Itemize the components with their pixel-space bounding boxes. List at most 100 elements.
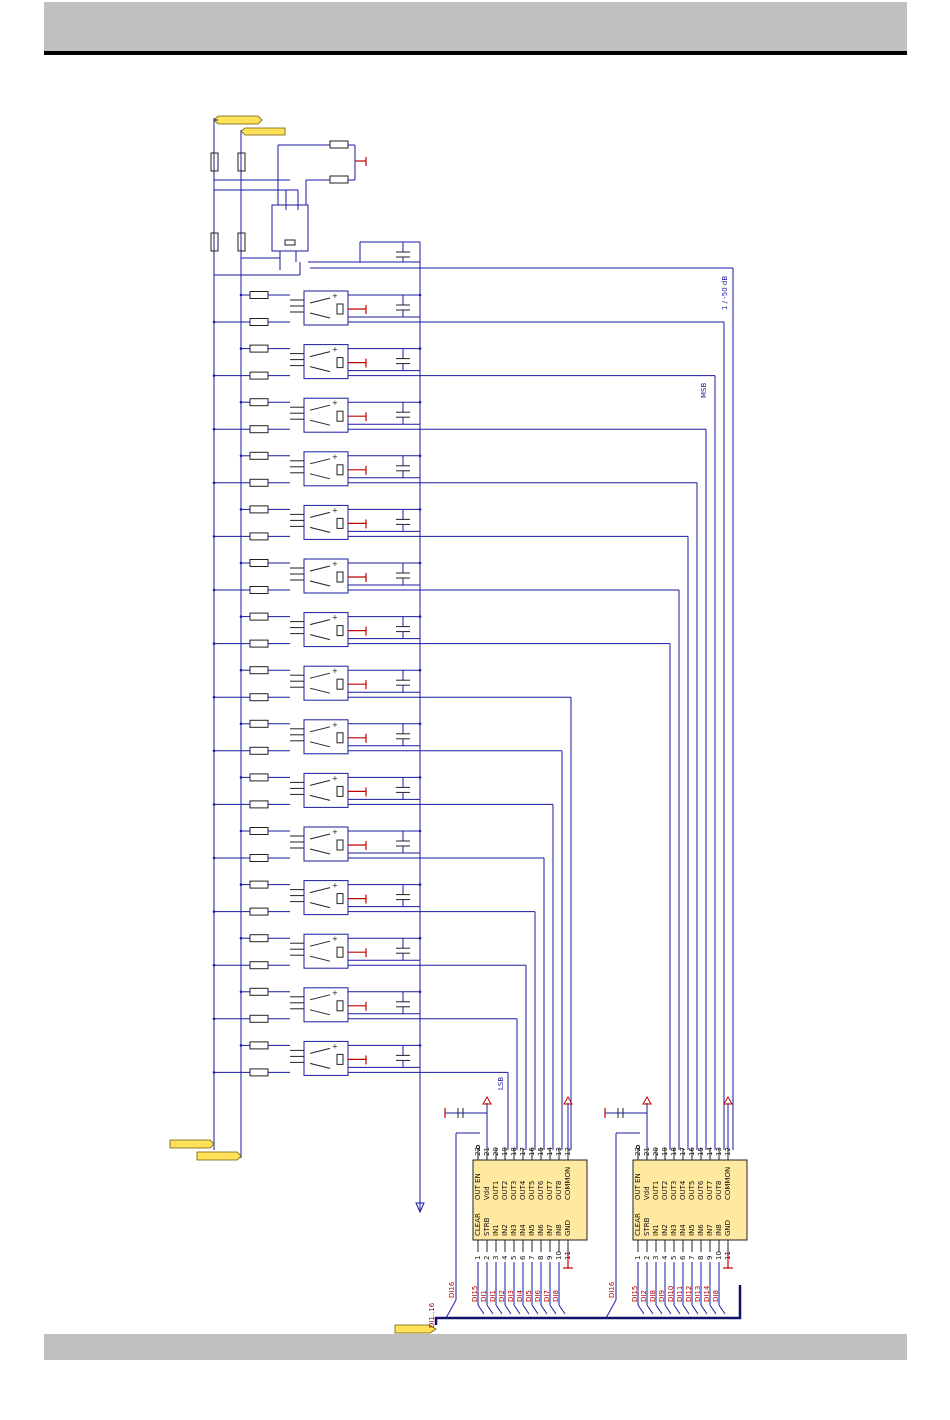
ic-left-pin-num: 8 bbox=[537, 1256, 545, 1260]
ic-right-pin-name: OUT6 bbox=[537, 1180, 545, 1200]
ic-right-pin-name: OUT EN bbox=[634, 1173, 642, 1200]
ic-left-pin-name: IN7 bbox=[546, 1224, 554, 1236]
relay-stage-9: + bbox=[212, 719, 422, 755]
ic-right-pin-name: OUT5 bbox=[688, 1181, 696, 1200]
ic-right-pin-name: OUT4 bbox=[519, 1180, 527, 1200]
svg-text:+: + bbox=[332, 292, 338, 300]
ic-right-pin-name: OUT1 bbox=[492, 1181, 500, 1200]
ic-left-pin-name: IN2 bbox=[501, 1224, 509, 1236]
ic-bus-label: DI2 bbox=[498, 1290, 506, 1302]
ic-right-pin-name: OUT5 bbox=[528, 1181, 536, 1200]
ic-left-pin-name: IN3 bbox=[510, 1224, 518, 1236]
di16-left-label: DI16 bbox=[448, 1281, 456, 1298]
svg-text:+: + bbox=[332, 560, 338, 568]
ic-right-pin-num: 21 bbox=[643, 1147, 651, 1156]
ic-bus-label: DI8 bbox=[712, 1290, 720, 1302]
ic-left-pin-num: 1 bbox=[474, 1256, 482, 1260]
ic-right-pin-num: 19 bbox=[661, 1147, 669, 1156]
ic-bus-label: DI3 bbox=[507, 1290, 515, 1302]
ic-left-pin-name: IN4 bbox=[679, 1224, 687, 1236]
ic-right-pin-name: OUT EN bbox=[474, 1173, 482, 1200]
ic-left-pin-name: IN6 bbox=[697, 1224, 705, 1236]
ic-bus-label: DI15 bbox=[631, 1286, 639, 1302]
ic-right-pin-num: 22 bbox=[474, 1147, 482, 1156]
ic-left-pin-num: 9 bbox=[706, 1256, 714, 1260]
ic-right-pin-num: 12 bbox=[564, 1147, 572, 1156]
svg-text:+: + bbox=[332, 346, 338, 354]
ic-bus-label: DI8 bbox=[552, 1290, 560, 1302]
ic-right-pin-num: 19 bbox=[501, 1147, 509, 1156]
ic-bus-label: DI2 bbox=[640, 1290, 648, 1302]
ic-left-pin-num: 3 bbox=[652, 1256, 660, 1260]
ic-left-pin-name: STRB bbox=[483, 1217, 491, 1236]
ic-right-pin-name: OUT4 bbox=[679, 1180, 687, 1200]
ic-left-pin-num: 7 bbox=[528, 1256, 536, 1260]
ic-left-pin-name: IN5 bbox=[528, 1224, 536, 1236]
ic-left-pin-num: 4 bbox=[501, 1255, 509, 1260]
ic-right-pin-num: 15 bbox=[537, 1147, 545, 1156]
ic-right-pin-num: 14 bbox=[546, 1147, 554, 1156]
ic-left-pin-num: 3 bbox=[492, 1256, 500, 1260]
svg-text:+: + bbox=[332, 935, 338, 943]
ic-left-pin-name: GND bbox=[724, 1220, 732, 1236]
ic-right-pin-name: OUT1 bbox=[652, 1181, 660, 1200]
ic-left-pin-num: 7 bbox=[688, 1256, 696, 1260]
relay-stage-1: + bbox=[212, 290, 422, 326]
svg-text:+: + bbox=[332, 614, 338, 622]
ic-left-pin-name: IN7 bbox=[706, 1224, 714, 1236]
ic-right-pin-name: OUT6 bbox=[697, 1180, 705, 1200]
ic-left-pin-name: GND bbox=[564, 1220, 572, 1236]
ic-left-pin-num: 5 bbox=[670, 1256, 678, 1260]
ic-left-pin-num: 1 bbox=[634, 1256, 642, 1260]
ic-bus-label: DI10 bbox=[667, 1286, 675, 1302]
svg-text:+: + bbox=[332, 453, 338, 461]
ic-right-pin-num: 16 bbox=[528, 1147, 536, 1156]
ic-bus-label: DI4 bbox=[516, 1290, 524, 1302]
relay-stage-10: + bbox=[212, 772, 422, 809]
di16-right-label: DI16 bbox=[608, 1281, 616, 1298]
ic-right-pin-num: 17 bbox=[519, 1147, 527, 1156]
ic-left-pin-num: 4 bbox=[661, 1255, 669, 1260]
ic-bus-label: DI1 bbox=[480, 1290, 488, 1302]
relay-stage-14: + bbox=[212, 987, 422, 1023]
relay-stage-8: + bbox=[212, 665, 422, 702]
lsb-label: LSB bbox=[497, 1077, 505, 1090]
ic-right-pin-num: 13 bbox=[555, 1147, 563, 1156]
ic-left-pin-num: 5 bbox=[510, 1256, 518, 1260]
ic-bus-label: DI14 bbox=[703, 1285, 711, 1302]
header-band bbox=[44, 2, 907, 52]
data-bus: DI1..16 DI16 DI16 bbox=[394, 1132, 742, 1334]
header-rule bbox=[44, 51, 907, 55]
ic-bus-label: DI6 bbox=[534, 1290, 542, 1302]
ic-right-pin-num: 22 bbox=[634, 1147, 642, 1156]
bus-label: DI1..16 bbox=[428, 1302, 436, 1328]
ic-right-pin-name: Vdd bbox=[643, 1186, 651, 1200]
relay-stage-15: + bbox=[212, 1040, 422, 1077]
relay-stage-4: + bbox=[212, 451, 422, 487]
ic-right-pin-num: 16 bbox=[688, 1147, 696, 1156]
ic-right-pin-num: 17 bbox=[679, 1147, 687, 1156]
relay-stage-3: + bbox=[212, 397, 422, 434]
ic-right-pin-num: 20 bbox=[652, 1147, 660, 1156]
relay-stage-6: + bbox=[212, 558, 422, 594]
relay-stage-11: + bbox=[212, 826, 422, 862]
ic-bus-label: DI11 bbox=[676, 1286, 684, 1302]
ic-right-pin-name: OUT8 bbox=[555, 1181, 563, 1200]
ic-left-pin-name: IN8 bbox=[715, 1224, 723, 1236]
ic-right-pin-num: 14 bbox=[706, 1147, 714, 1156]
svg-text:+: + bbox=[332, 989, 338, 997]
atten-label: 1 / -50 dB bbox=[721, 276, 729, 310]
footer-band bbox=[44, 1334, 907, 1360]
relay-ladder: +++++++++++++++ bbox=[212, 290, 422, 1077]
ic-left-pin-num: 6 bbox=[519, 1255, 527, 1260]
ic-bus-label: DI9 bbox=[658, 1290, 666, 1302]
ic-left-pin-name: IN1 bbox=[652, 1224, 660, 1236]
svg-text:+: + bbox=[332, 882, 338, 890]
ic-right-pin-num: 18 bbox=[670, 1147, 678, 1156]
svg-text:+: + bbox=[332, 828, 338, 836]
relay-stage-7: + bbox=[212, 612, 422, 648]
ic-right-pin-name: OUT3 bbox=[510, 1181, 518, 1200]
